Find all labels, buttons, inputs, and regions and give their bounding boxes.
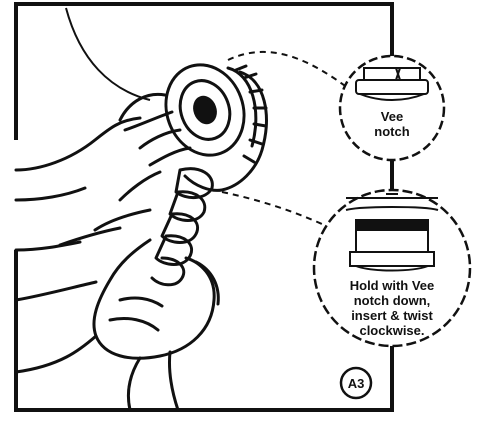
callout-bottom-line-2: notch down,	[354, 293, 431, 308]
background-arc	[66, 8, 150, 100]
callout-top-line-2: notch	[374, 124, 409, 139]
figure-id-label: A3	[348, 376, 365, 391]
callout-bottom-line-4: clockwise.	[359, 323, 424, 338]
callout-bottom-line-1: Hold with Vee	[350, 278, 435, 293]
callout-bottom: Hold with Vee notch down, insert & twist…	[314, 190, 470, 346]
figure-badge: A3	[341, 368, 371, 398]
callout-top-line-1: Vee	[381, 109, 403, 124]
respirator-hands-illustration	[16, 54, 266, 410]
callout-top: Vee notch	[340, 56, 444, 160]
leader-lines	[222, 52, 348, 224]
callout-bottom-line-3: insert & twist	[351, 308, 433, 323]
